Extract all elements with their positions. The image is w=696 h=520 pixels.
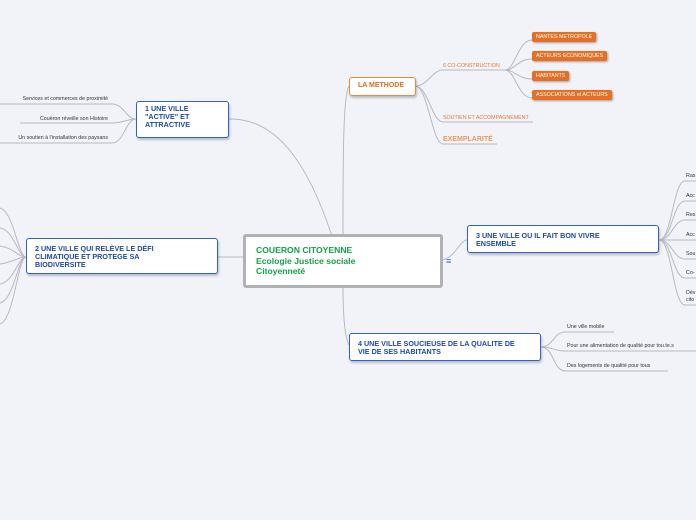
link-center-branch4	[342, 285, 350, 346]
topic-2-line-2: CLIMATIQUE ET PROTEGE SA	[35, 252, 140, 261]
topic-la-methode-label: LA METHODE	[358, 82, 405, 89]
subtopic-soutien[interactable]: SOUTIEN ET ACCOMPAGNEMENT	[443, 115, 529, 121]
leaf-branch3-7b: cito	[686, 297, 695, 303]
leaf-branch3-7[interactable]: Dév	[686, 290, 696, 296]
link-methode-coconstruction	[414, 69, 505, 87]
subtopic-exemplarite[interactable]: EXEMPLARITÉ	[443, 136, 493, 143]
central-topic-line-2: Ecologie Justice sociale	[256, 255, 356, 266]
leaf-branch3-2[interactable]: Acc	[686, 193, 695, 199]
topic-1-line-1: 1 UNE VILLE	[145, 104, 189, 113]
topic-la-methode[interactable]: LA METHODE	[349, 77, 416, 96]
link-methode-exemplarite	[414, 85, 497, 145]
leaf-ville-mobile[interactable]: Une ville mobile	[567, 324, 605, 330]
link-center-branch1	[228, 118, 333, 237]
leaf-soutien-paysans[interactable]: Un soutien à l'installation des paysans	[18, 135, 108, 141]
subtopic-co-construction[interactable]: 6 CO-CONSTRUCTION	[443, 63, 500, 69]
topic-ville-active-attractive[interactable]: 1 UNE VILLE "ACTIVE" ET ATTRACTIVE	[136, 101, 229, 138]
link-center-branch3	[441, 239, 468, 261]
central-topic-line-3: Citoyenneté	[256, 266, 306, 276]
pill-associations-acteurs[interactable]: ASSOCIATIONS et ACTEURS	[532, 90, 612, 100]
leaf-branch3-1[interactable]: Ras	[686, 173, 696, 179]
pill-nantes-metropole[interactable]: NANTES METROPOLE	[532, 32, 597, 42]
topic-4-line-1: 4 UNE VILLE SOUCIEUSE DE LA QUALITE DE	[358, 339, 515, 348]
topic-bon-vivre-ensemble[interactable]: 3 UNE VILLE OU IL FAIT BON VIVRE ENSEMBL…	[467, 225, 659, 253]
leaf-services-commerces[interactable]: Services et commerces de proximité	[22, 96, 108, 102]
topic-1-line-3: ATTRACTIVE	[145, 120, 190, 129]
leaf-alimentation-qualite[interactable]: Pour une alimentation de qualité pour to…	[567, 343, 674, 349]
leaf-branch3-5[interactable]: Sou	[686, 251, 696, 257]
topic-3-line-1: 3 UNE VILLE OU IL FAIT BON VIVRE	[476, 231, 600, 240]
central-topic-line-1: COUERON CITOYENNE	[256, 245, 353, 255]
note-lines-icon[interactable]: ≡	[446, 256, 452, 266]
topic-3-line-2: ENSEMBLE	[476, 239, 516, 248]
topic-2-line-3: BIODIVERSITE	[35, 260, 86, 269]
leaf-logements-qualite[interactable]: Des logements de qualité pour tous	[567, 363, 651, 369]
topic-defi-climatique[interactable]: 2 UNE VILLE QUI RELÈVE LE DÉFI CLIMATIQU…	[26, 238, 218, 274]
topic-4-line-2: VIE DE SES HABITANTS	[358, 347, 441, 356]
leaf-branch3-6[interactable]: Co-	[686, 270, 695, 276]
link-center-methode	[342, 85, 350, 237]
leaf-branch3-3[interactable]: Res	[686, 212, 696, 218]
topic-2-line-1: 2 UNE VILLE QUI RELÈVE LE DÉFI	[35, 244, 154, 253]
topic-1-line-2: "ACTIVE" ET	[145, 112, 190, 121]
pill-acteurs-economiques[interactable]: ACTEURS ECONOMIQUES	[532, 51, 608, 61]
leaf-coueron-histoire[interactable]: Couëron réveille son Histoire	[39, 116, 108, 122]
leaf-branch3-4[interactable]: Acc	[686, 232, 695, 238]
pill-habitants[interactable]: HABITANTS	[532, 71, 570, 81]
topic-qualite-de-vie[interactable]: 4 UNE VILLE SOUCIEUSE DE LA QUALITE DE V…	[349, 333, 541, 361]
central-topic[interactable]: COUERON CITOYENNE Ecologie Justice socia…	[243, 234, 443, 288]
